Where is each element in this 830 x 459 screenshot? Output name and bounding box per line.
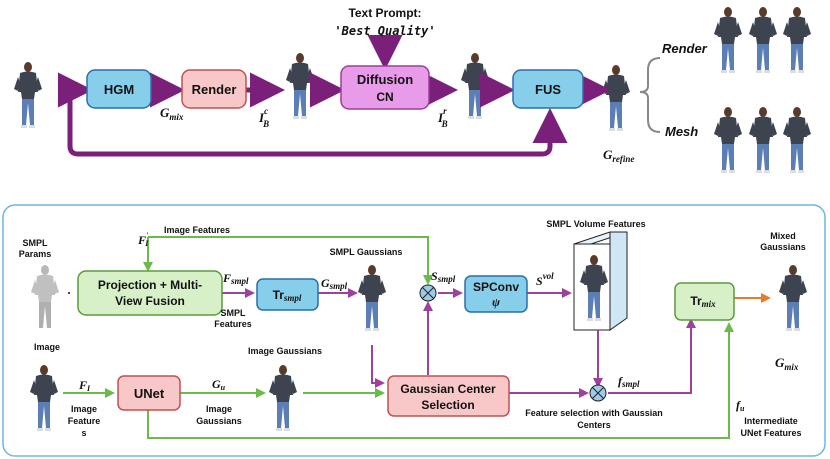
unet-label: UNet [134,386,165,401]
g-u-label: Gu [212,377,226,392]
image-input-label: Image [34,342,60,352]
smpl-gaussians-figure [358,265,386,331]
diffusion-label: Diffusion [357,72,413,87]
render-output-label: Render [662,41,708,56]
multiply-node-2 [589,384,607,402]
s-vol-label: Svol [536,271,554,288]
tr-mix-label: Trmix [690,294,716,309]
intermediate-label-2: UNet Features [740,428,801,438]
fus-box [512,69,584,109]
image-gaussians-label-1: Image [206,404,232,414]
feature-selection-label-1: Feature selection with Gaussian [525,408,663,418]
prompt-title: Text Prompt: [348,6,421,20]
proj-label-1: Projection + Multi- [98,278,202,292]
proj-label-2: View Fusion [115,294,185,308]
rendered-person-figure [286,53,314,119]
unet-box [117,375,181,411]
feature-selection-label-2: Centers [577,420,611,430]
intermediate-label-1: Intermediate [744,416,798,426]
f-u-label: fu [736,398,745,413]
render-view-2 [749,7,777,73]
gcs-label-1: Gaussian Center [400,382,496,396]
g-smpl-label: Gsmpl [321,276,348,291]
mixed-gaussians-label-1: Mixed [770,231,796,241]
mesh-output-label: Mesh [665,124,698,139]
spconv-box [464,275,528,313]
hgm-label: HGM [104,82,134,97]
mixed-gaussians-label-2: Gaussians [760,242,806,252]
fi-prime-label: F'I [137,231,149,248]
arrow-fsmpl-trmix [608,318,696,394]
image-gaussians-figure [269,365,297,431]
arrow-image-features-top [148,236,433,285]
f-smpl-label: Fsmpl [222,271,249,286]
smpl-params-figure [31,265,59,328]
spconv-label: SPConv [473,280,519,294]
image-gaussians-label-2: Gaussians [196,416,242,426]
diffusion-cn-box [340,65,430,110]
mesh-view-1 [714,107,742,173]
g-mix-top: Gmix [160,105,184,122]
image-features-label-1: Image [71,404,97,414]
render-box [181,69,247,109]
tr-smpl-box [256,278,319,311]
render-label: Render [192,82,237,97]
smpl-params-label-2: Params [19,249,52,259]
s-smpl-label: Ssmpl [431,269,456,284]
gaussian-center-selection-box [387,375,510,417]
mesh-view-2 [749,107,777,173]
psi-label: ψ [492,295,501,309]
image-figure [30,365,58,431]
f-smpl-out-label: fsmpl [618,374,640,389]
smpl-features-label-2: Features [214,319,252,329]
gcs-label-2: Selection [421,398,474,412]
cn-label: CN [376,90,393,104]
multiply-node-1 [419,284,437,302]
prompt-text: 'Best Quality' [334,24,435,38]
fus-label: FUS [535,82,561,97]
arrow-unet-intermediate [147,322,734,439]
f-i-label: FI [78,378,91,393]
g-mix-bottom-label: Gmix [775,355,799,372]
image-features-label-3: s [81,428,86,438]
arrow-gsmpl-gcs [371,345,385,388]
hgm-box [86,69,152,109]
image-gaussians-top-label: Image Gaussians [248,346,322,356]
arrow-skip-fus [67,94,568,157]
smpl-volume-box [573,231,628,331]
render-view-3 [783,7,811,73]
refined-person-figure [461,53,489,119]
input-person-figure [14,62,42,128]
smpl-gaussians-label: SMPL Gaussians [330,247,403,257]
mesh-view-3 [783,107,811,173]
output-person-figure [602,65,630,131]
projection-fusion-box [77,270,223,316]
mixed-gaussians-figure [779,265,807,331]
render-view-1 [714,7,742,73]
smpl-params-label-1: SMPL [22,238,48,248]
tr-smpl-label: Trsmpl [273,288,302,303]
tr-mix-box [674,282,735,321]
g-refine-label: Grefine [603,147,634,164]
image-features-top-label: Image Features [164,225,230,235]
brace [639,57,661,133]
bottom-panel [2,204,826,457]
smpl-features-label-1: SMPL [220,308,246,318]
smpl-volume-features-label: SMPL Volume Features [546,219,645,229]
image-features-label-2: Feature [68,416,101,426]
